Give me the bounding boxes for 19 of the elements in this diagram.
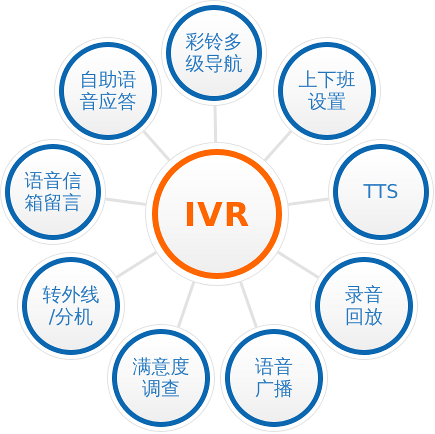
feature-label: 自助语音应答 — [78, 68, 138, 114]
hub-label: IVR — [184, 194, 250, 234]
feature-label: TTS — [364, 180, 398, 204]
feature-label: 转外线/分机 — [42, 284, 100, 328]
connector-line — [177, 282, 196, 328]
connector-line — [264, 130, 292, 162]
feature-label: 录音回放 — [344, 284, 384, 328]
connector-line — [116, 251, 157, 278]
feature-label: 上下班设置 — [298, 68, 356, 114]
connector-line — [277, 250, 320, 279]
connector-line — [213, 106, 218, 142]
feature-label: 彩铃多级导航 — [184, 30, 244, 76]
connector-line — [288, 198, 329, 206]
connector-line — [239, 282, 258, 328]
feature-label: 语音信箱留言 — [24, 170, 82, 214]
connector-line — [142, 130, 170, 162]
feature-label: 语音广播 — [254, 356, 294, 400]
connector-line — [105, 198, 146, 206]
feature-label: 满意度调查 — [132, 356, 190, 400]
